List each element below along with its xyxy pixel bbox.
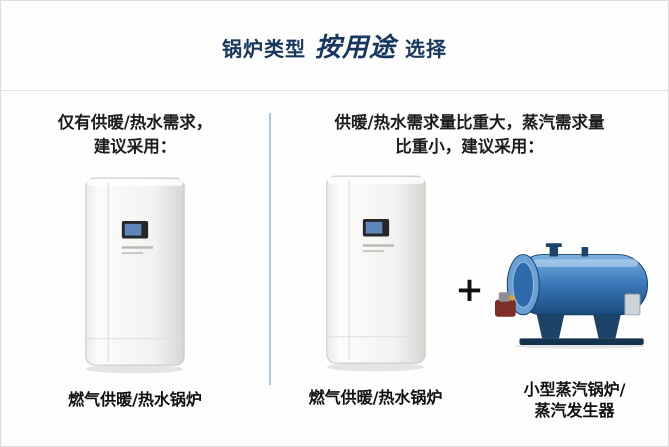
right-heading-line1: 供暖/热水需求量比重大，蒸汽需求量 [334, 113, 605, 132]
comparison-columns: 仅有供暖/热水需求， 建议采用： 燃气供暖/热水锅炉 供暖/热水需求量比重大，蒸… [1, 91, 668, 446]
title-prefix: 锅炉类型 [221, 37, 306, 61]
left-heading: 仅有供暖/热水需求， 建议采用： [58, 111, 213, 159]
title-suffix: 选择 [405, 37, 447, 61]
right-boiler-label: 燃气供暖/热水锅炉 [308, 387, 443, 407]
gas-boiler-illustration [85, 177, 185, 374]
steam-boiler-label: 小型蒸汽锅炉/ 蒸汽发生器 [524, 379, 626, 422]
steam-boiler-illustration [494, 243, 648, 349]
steam-label-line1: 小型蒸汽锅炉/ [523, 379, 626, 399]
column-divider [269, 113, 271, 385]
left-heading-line1: 仅有供暖/热水需求， [57, 113, 213, 132]
left-section: 仅有供暖/热水需求， 建议采用： 燃气供暖/热水锅炉 [1, 91, 269, 446]
title-emphasis: 按用途 [314, 33, 396, 63]
steam-label-line2: 蒸汽发生器 [534, 401, 615, 421]
page-title: 锅炉类型 按用途 选择 [222, 27, 447, 64]
right-heading-line2: 比重小，建议采用： [395, 136, 544, 156]
left-heading-line2: 建议采用： [93, 136, 177, 156]
header: 锅炉类型 按用途 选择 [1, 1, 668, 91]
steam-boiler-block: 小型蒸汽锅炉/ 蒸汽发生器 [489, 173, 661, 422]
right-heading: 供暖/热水需求量比重大，蒸汽需求量 比重小，建议采用： [334, 111, 604, 159]
plus-sign: + [455, 269, 484, 310]
gas-boiler-illustration [325, 175, 426, 372]
left-boiler-label: 燃气供暖/热水锅炉 [68, 389, 202, 409]
right-section: 供暖/热水需求量比重大，蒸汽需求量 比重小，建议采用： [271, 91, 668, 446]
right-gas-boiler-block: 燃气供暖/热水锅炉 [301, 173, 451, 409]
burner-icon [494, 299, 516, 317]
right-boiler-row: 燃气供暖/热水锅炉 + [301, 173, 661, 422]
